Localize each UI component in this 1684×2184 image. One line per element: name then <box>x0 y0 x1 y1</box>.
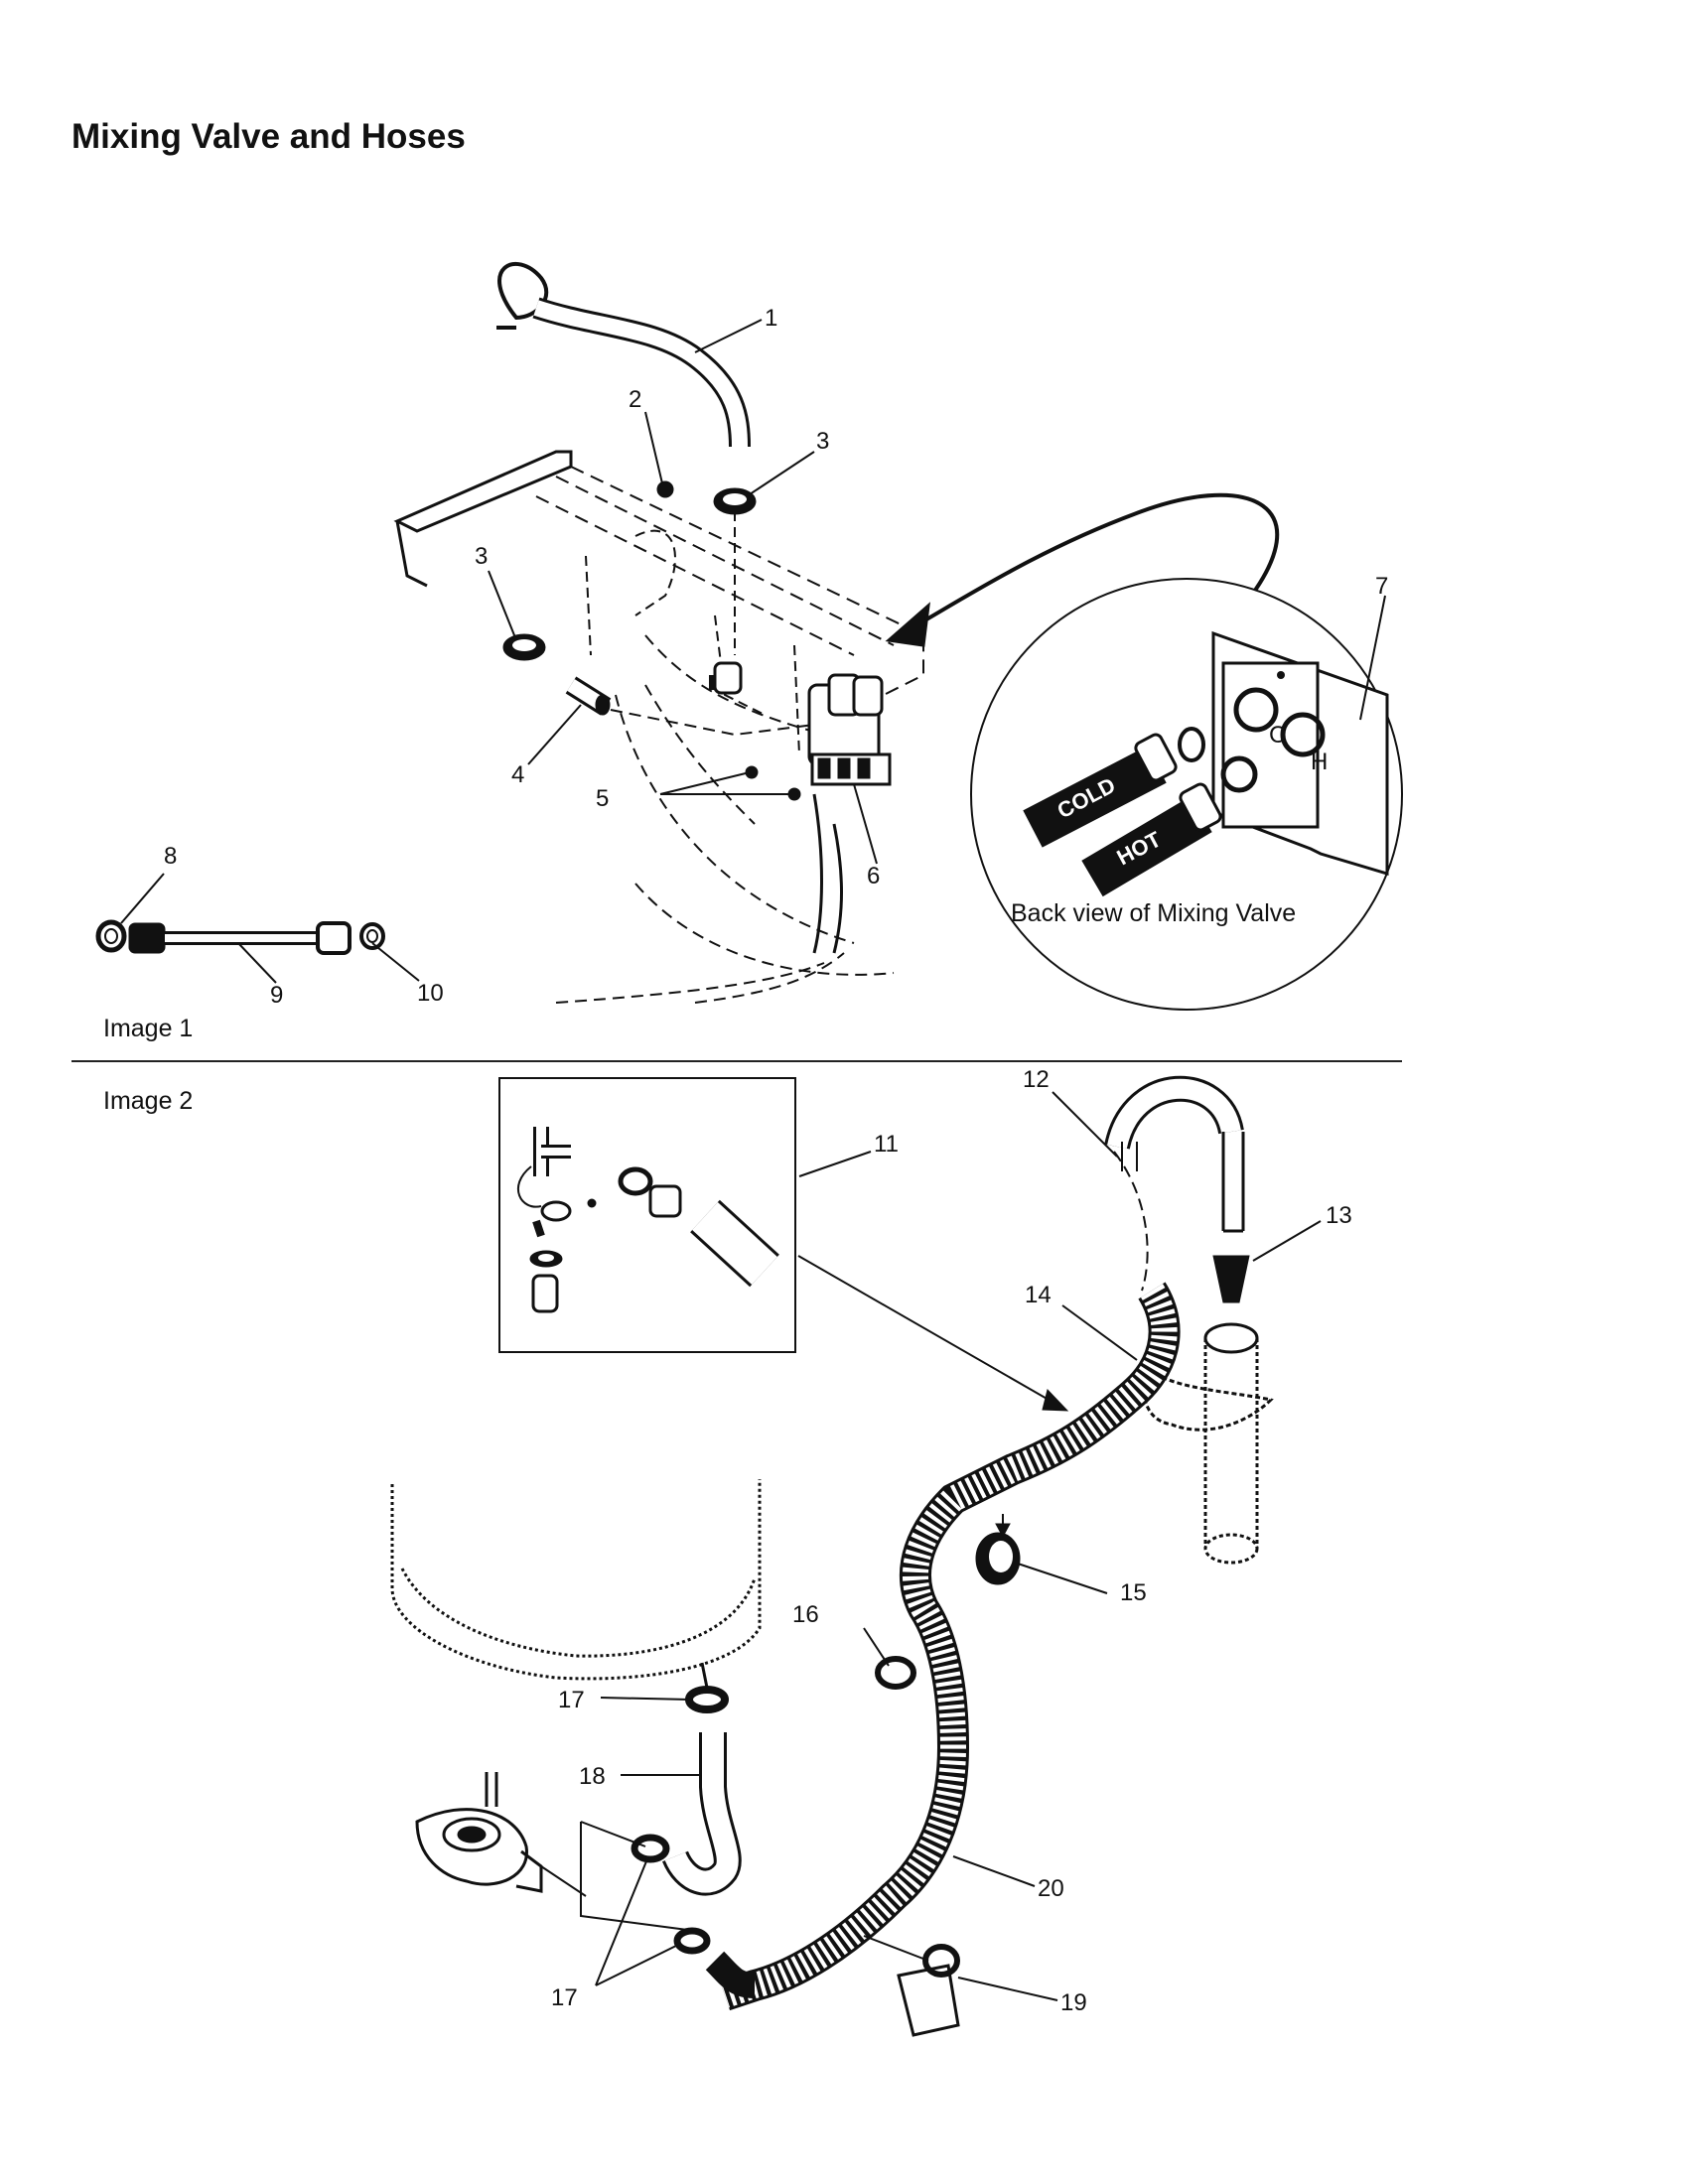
callout-20: 20 <box>1038 1875 1064 1902</box>
inset-caption: Back view of Mixing Valve <box>1011 899 1296 927</box>
callout-12: 12 <box>1023 1066 1050 1093</box>
callout-2: 2 <box>629 386 641 413</box>
callout-16: 16 <box>792 1601 819 1628</box>
inlet-hose-kit <box>95 919 385 955</box>
callout-17-bottom: 17 <box>551 1984 578 2011</box>
callout-numbers: 1 2 3 3 4 5 6 7 8 9 10 11 12 13 14 15 16… <box>164 305 1388 2016</box>
callout-14: 14 <box>1025 1282 1052 1308</box>
callout-13: 13 <box>1326 1202 1352 1229</box>
callout-8: 8 <box>164 843 177 870</box>
callout-10: 10 <box>417 980 444 1007</box>
callout-9: 9 <box>270 982 283 1009</box>
callout-15: 15 <box>1120 1579 1147 1606</box>
callout-19: 19 <box>1060 1989 1087 2016</box>
cold-port-label: C <box>1269 722 1286 749</box>
callout-5: 5 <box>596 785 609 812</box>
image-1-label: Image 1 <box>103 1015 194 1042</box>
callout-3-left: 3 <box>475 543 488 570</box>
callout-17-top: 17 <box>558 1687 585 1713</box>
callout-1: 1 <box>765 305 777 332</box>
callout-4: 4 <box>511 761 524 788</box>
callout-6: 6 <box>867 863 880 889</box>
mixing-valve-assembly <box>393 261 1280 1004</box>
page-title: Mixing Valve and Hoses <box>71 117 466 156</box>
callout-18: 18 <box>579 1763 606 1790</box>
hot-port-label: H <box>1311 749 1328 775</box>
callout-11: 11 <box>874 1131 899 1158</box>
callout-leaders <box>120 319 1386 2001</box>
callout-7: 7 <box>1375 573 1388 600</box>
section-divider <box>71 1060 1402 1062</box>
mixing-valve-back-view-inset: COLD HOT C H Back view of Mixing Valve <box>970 578 1403 1011</box>
callout-3-upper: 3 <box>816 428 829 455</box>
image-2-label: Image 2 <box>103 1087 194 1115</box>
drain-hose-assembly <box>390 1075 1275 2037</box>
